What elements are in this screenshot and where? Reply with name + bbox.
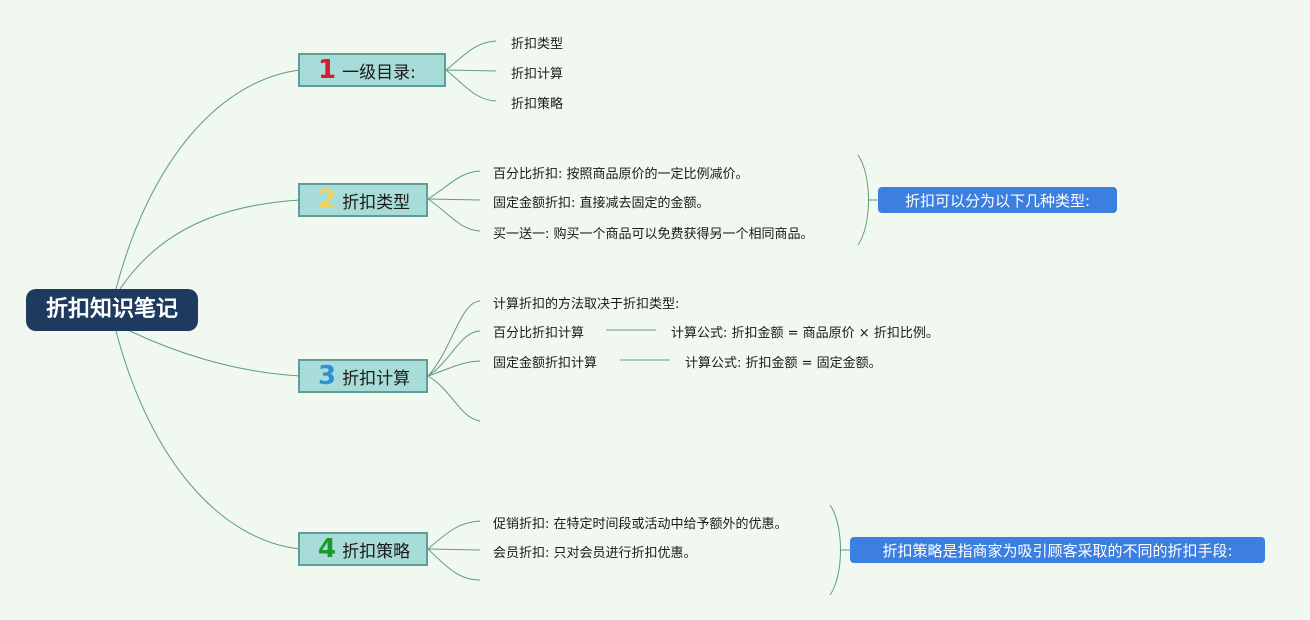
strategy-summary[interactable]: 折扣策略是指商家为吸引顾客采取的不同的折扣手段: bbox=[850, 537, 1265, 563]
topic-types[interactable]: 2 折扣类型 bbox=[298, 183, 428, 217]
topic-strategy[interactable]: 4 折扣策略 bbox=[298, 532, 428, 566]
calc-fixed-label[interactable]: 固定金额折扣计算 bbox=[493, 356, 598, 371]
connector-toc-3 bbox=[445, 69, 497, 102]
calc-percent-label[interactable]: 百分比折扣计算 bbox=[493, 326, 585, 341]
connector-toc-2 bbox=[445, 69, 497, 72]
topic-label-strategy: 折扣策略 bbox=[342, 541, 411, 562]
connector-root-topic3 bbox=[129, 330, 301, 377]
types-item-fixed[interactable]: 固定金额折扣: 直接减去固定的金额。 bbox=[493, 196, 710, 211]
connector-root-topic1 bbox=[115, 69, 301, 290]
topic-number-3: 3 bbox=[318, 361, 337, 391]
connector-toc-1 bbox=[445, 40, 497, 71]
strategy-item-promo[interactable]: 促销折扣: 在特定时间段或活动中给予额外的优惠。 bbox=[493, 517, 788, 532]
calc-fixed-formula[interactable]: 计算公式: 折扣金额 = 固定金额。 bbox=[685, 356, 882, 371]
connector-calc-2 bbox=[427, 330, 481, 377]
connector-types-2 bbox=[427, 198, 481, 201]
connector-strategy-1 bbox=[427, 520, 481, 550]
topic-label-calc: 折扣计算 bbox=[342, 368, 411, 389]
types-item-percent[interactable]: 百分比折扣: 按照商品原价的一定比例减价。 bbox=[493, 167, 749, 182]
connector-calc-4 bbox=[427, 375, 481, 422]
topic-label-types: 折扣类型 bbox=[342, 192, 411, 213]
strategy-item-member[interactable]: 会员折扣: 只对会员进行折扣优惠。 bbox=[493, 546, 697, 561]
types-item-bogo[interactable]: 买一送一: 购买一个商品可以免费获得另一个相同商品。 bbox=[493, 227, 814, 242]
topic-calc[interactable]: 3 折扣计算 bbox=[298, 359, 428, 393]
connector-calc-3 bbox=[427, 360, 481, 377]
bracket-strategy bbox=[829, 504, 841, 596]
topic-number-2: 2 bbox=[318, 185, 337, 215]
calc-percent-formula[interactable]: 计算公式: 折扣金额 = 商品原价 × 折扣比例。 bbox=[671, 326, 939, 341]
connector-types-1 bbox=[427, 170, 481, 200]
connector-strategy-2 bbox=[427, 548, 481, 551]
calc-intro[interactable]: 计算折扣的方法取决于折扣类型: bbox=[493, 297, 680, 312]
bracket-types bbox=[857, 154, 869, 246]
topic-number-1: 1 bbox=[318, 55, 337, 85]
connector-types-3 bbox=[427, 198, 481, 232]
connector-calc-1 bbox=[427, 300, 481, 377]
topic-toc[interactable]: 1 一级目录: bbox=[298, 53, 446, 87]
root-topic[interactable]: 折扣知识笔记 bbox=[26, 289, 198, 331]
types-summary[interactable]: 折扣可以分为以下几种类型: bbox=[878, 187, 1117, 213]
toc-item-types[interactable]: 折扣类型 bbox=[511, 37, 564, 52]
connector-root-topic4 bbox=[115, 330, 301, 550]
toc-item-calc[interactable]: 折扣计算 bbox=[511, 67, 564, 82]
connector-root-topic2 bbox=[119, 199, 301, 290]
connector-strategy-3 bbox=[427, 548, 481, 581]
topic-label-toc: 一级目录: bbox=[342, 62, 416, 83]
toc-item-strategy[interactable]: 折扣策略 bbox=[511, 97, 564, 112]
topic-number-4: 4 bbox=[318, 534, 337, 564]
